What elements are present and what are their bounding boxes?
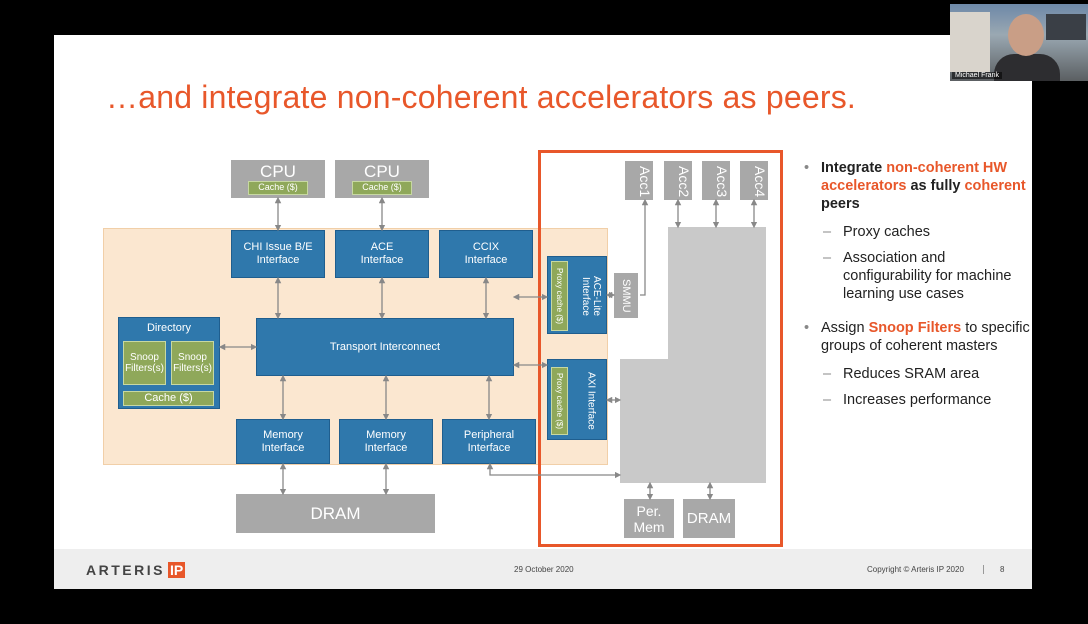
axi-label: AXI Interface xyxy=(585,372,597,430)
ace-lite-proxy-cache: Proxy cache ($) xyxy=(551,261,568,331)
cpu-label: CPU xyxy=(364,162,400,181)
cpu-cache: Cache ($) xyxy=(352,181,412,195)
presenter-name: Michael Frank xyxy=(952,72,1002,79)
acc4-box: Acc4 xyxy=(740,161,768,200)
bullet-list: • Integrate non-coherent HW accelerators… xyxy=(800,159,1030,417)
ace-lite-label: ACE-Lite Interface xyxy=(580,275,602,316)
sub-bullet-item: –Reduces SRAM area xyxy=(823,366,980,382)
transport-interconnect: Transport Interconnect xyxy=(256,318,514,376)
ace-interface: ACE Interface xyxy=(335,230,429,278)
chi-interface: CHI Issue B/E Interface xyxy=(231,230,325,278)
page-number: 8 xyxy=(1000,565,1005,574)
cpu-box-1: CPU Cache ($) xyxy=(231,160,325,198)
axi-proxy-cache: Proxy cache ($) xyxy=(551,367,568,435)
acc3-box: Acc3 xyxy=(702,161,730,200)
cpu-box-2: CPU Cache ($) xyxy=(335,160,429,198)
directory-label: Directory xyxy=(146,322,191,334)
slide: …and integrate non-coherent accelerators… xyxy=(54,35,1032,589)
cpu-cache: Cache ($) xyxy=(248,181,308,195)
snoop-filter-1: Snoop Filters(s) xyxy=(123,341,166,385)
footer-divider xyxy=(983,565,984,574)
memory-interface-2: Memory Interface xyxy=(339,419,433,464)
sub-bullet-item: –Proxy caches xyxy=(823,224,931,240)
ccix-interface: CCIX Interface xyxy=(439,230,533,278)
memory-interface-1: Memory Interface xyxy=(236,419,330,464)
accelerator-fabric-lower xyxy=(620,359,766,483)
snoop-filter-2: Snoop Filters(s) xyxy=(171,341,214,385)
sub-bullet-item: –Increases performance xyxy=(823,392,992,408)
directory-cache: Cache ($) xyxy=(123,391,214,406)
bullet-item: • Integrate non-coherent HW accelerators… xyxy=(804,160,1026,212)
smmu-box: SMMU xyxy=(614,273,638,318)
acc1-box: Acc1 xyxy=(625,161,653,200)
footer-copyright: Copyright © Arteris IP 2020 xyxy=(867,565,964,574)
diagram-connectors xyxy=(218,196,758,501)
slide-title: …and integrate non-coherent accelerators… xyxy=(106,79,856,115)
cpu-label: CPU xyxy=(260,162,296,181)
bullet-item: • Assign Snoop Filters to specific group… xyxy=(804,320,1030,354)
dram-main: DRAM xyxy=(236,494,435,533)
accelerator-frame xyxy=(538,150,783,547)
peripheral-interface: Peripheral Interface xyxy=(442,419,536,464)
presenter-avatar xyxy=(1008,14,1044,56)
footer-date: 29 October 2020 xyxy=(514,565,574,574)
accelerator-fabric-upper xyxy=(668,227,766,359)
per-mem-box: Per. Mem xyxy=(624,499,674,538)
presenter-webcam[interactable]: Michael Frank xyxy=(950,4,1088,81)
sub-bullet-item: –Association and configurability for mac… xyxy=(823,250,1012,302)
dram-acc-box: DRAM xyxy=(683,499,735,538)
acc2-box: Acc2 xyxy=(664,161,692,200)
